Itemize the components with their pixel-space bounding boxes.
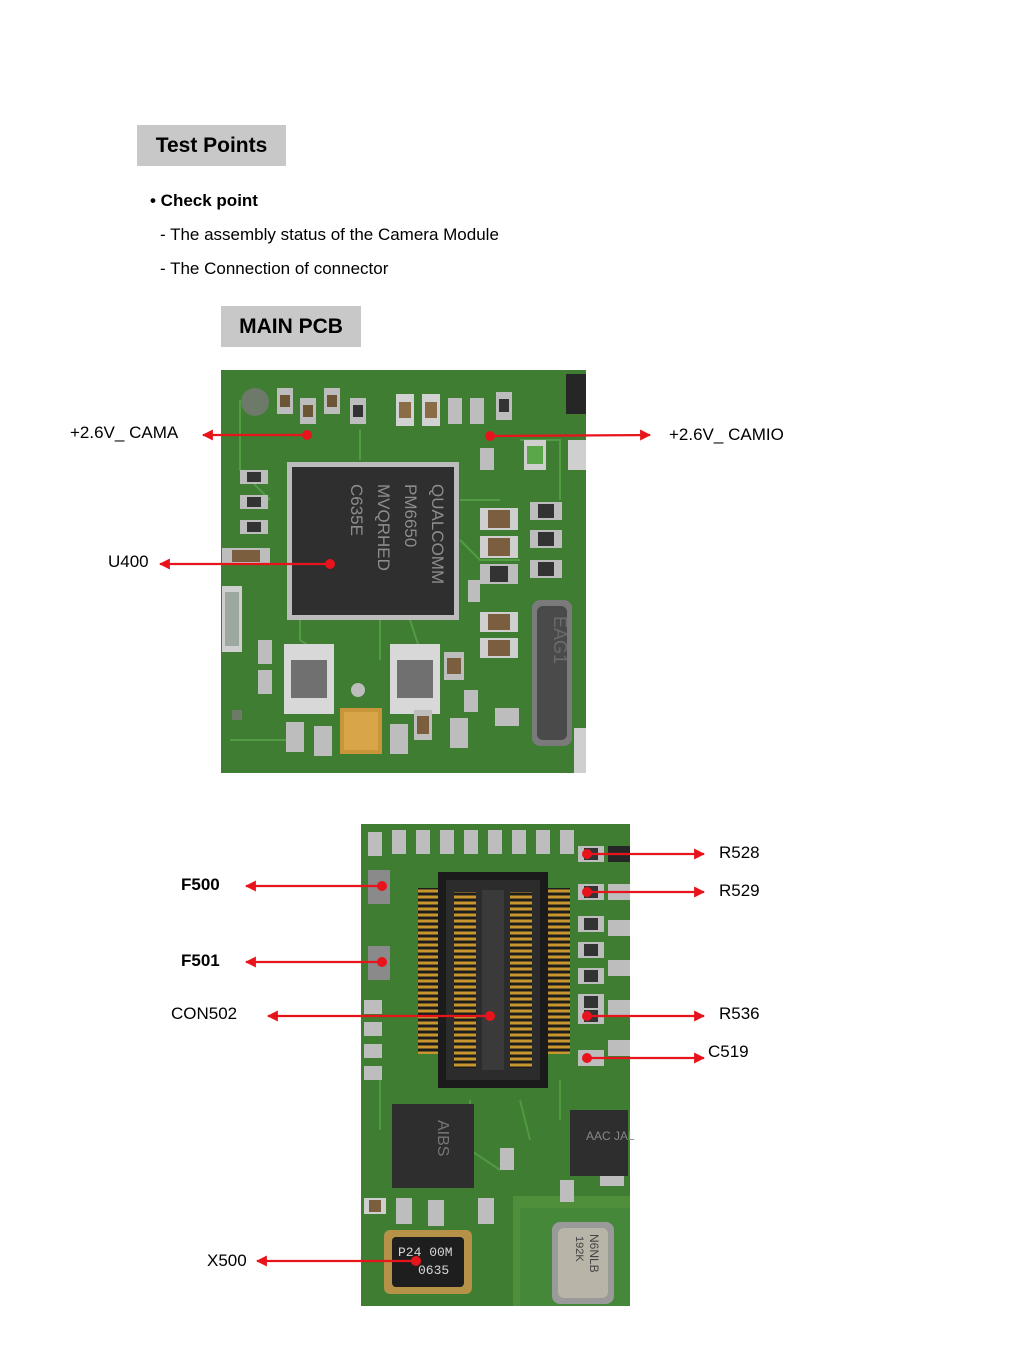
chip-marking-4: C635E: [347, 484, 366, 536]
testpoint-r529-dot: [582, 887, 592, 897]
testpoint-camio-dot: [485, 431, 495, 441]
capacitor-marking: EAG1: [550, 616, 570, 664]
testpoint-u400-dot: [325, 559, 335, 569]
testpoint-f500-dot: [377, 881, 387, 891]
label-r529: R529: [719, 881, 760, 900]
testpoint-f501-dot: [377, 957, 387, 967]
chip-marking-2: PM6650: [401, 484, 420, 547]
check-point-heading: • Check point: [150, 191, 258, 210]
label-x500: X500: [207, 1251, 247, 1270]
label-f500: F500: [181, 875, 220, 894]
section-title: Test Points: [137, 125, 286, 166]
label-r528: R528: [719, 843, 760, 862]
testpoint-cama-dot: [302, 430, 312, 440]
testpoint-r536-dot: [582, 1011, 592, 1021]
testpoint-r528-dot: [582, 849, 592, 859]
chip-marking-a: AIBS: [434, 1120, 451, 1156]
osc-marking-2: 192K: [573, 1236, 585, 1262]
check-item-1: - The assembly status of the Camera Modu…: [160, 225, 499, 244]
crystal-marking-1: P24 00M: [398, 1245, 453, 1260]
label-f501: F501: [181, 951, 220, 970]
label-con502: CON502: [171, 1004, 238, 1023]
check-item-2: - The Connection of connector: [160, 259, 389, 278]
osc-marking-1: N6NLB: [587, 1234, 601, 1273]
ic-silkscreen: QUALCOMM PM6650 MVQRHED C635E: [347, 484, 447, 584]
testpoint-con502-dot: [485, 1011, 495, 1021]
label-c519: C519: [708, 1042, 749, 1061]
main-pcb-photo-top: QUALCOMM PM6650 MVQRHED C635E EAG1: [221, 370, 586, 773]
label-cama: +2.6V_ CAMA: [70, 423, 179, 442]
label-r536: R536: [719, 1004, 760, 1023]
chip-marking-b: AAC JAL: [586, 1129, 635, 1143]
label-u400: U400: [108, 552, 149, 571]
label-camio: +2.6V_ CAMIO: [669, 425, 784, 444]
chip-marking-1: QUALCOMM: [428, 484, 447, 584]
board-title: MAIN PCB: [221, 306, 361, 347]
testpoint-c519-dot: [582, 1053, 592, 1063]
arrow-camio: [489, 429, 652, 441]
testpoint-x500-dot: [411, 1256, 421, 1266]
crystal-marking-2: 0635: [418, 1263, 449, 1278]
chip-marking-3: MVQRHED: [374, 484, 393, 571]
main-pcb-photo-bottom: AIBS AAC JAL P24 00M 0635 N6NLB 192K: [361, 824, 635, 1306]
